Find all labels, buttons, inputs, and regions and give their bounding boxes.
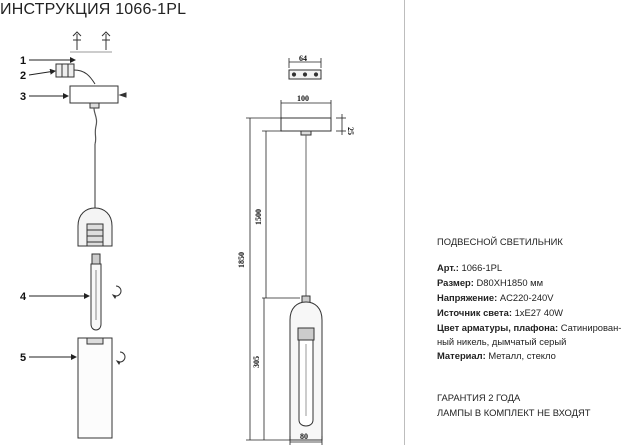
callout-3: 3 bbox=[20, 91, 26, 103]
fixture-side-view bbox=[280, 117, 332, 441]
canopy-icon bbox=[69, 85, 127, 109]
callout-4: 4 bbox=[20, 291, 27, 303]
dim-lines-top bbox=[280, 58, 346, 135]
screws-icon bbox=[70, 31, 112, 53]
page-title: ИНСТРУКЦИЯ 1066-1PL bbox=[0, 1, 187, 18]
dim-plate-width: 64 bbox=[299, 54, 307, 63]
bulb-icon bbox=[90, 253, 122, 331]
spec-row-voltage: Напряжение: AC220-240V bbox=[437, 292, 554, 303]
lamps-note: ЛАМПЫ В КОМПЛЕКТ НЕ ВХОДЯТ bbox=[437, 407, 591, 418]
dim-canopy-height: 25 bbox=[346, 127, 355, 135]
callout-2: 2 bbox=[20, 70, 26, 82]
glass-shade-icon bbox=[77, 337, 126, 439]
assembly-drawing: 1 2 3 4 5 64 100 25 1850 15 bbox=[20, 31, 355, 445]
dim-total-height: 1850 bbox=[237, 252, 246, 268]
dim-canopy-width: 100 bbox=[297, 94, 309, 103]
callout-5: 5 bbox=[20, 352, 26, 364]
page-divider bbox=[404, 0, 405, 445]
dim-cable-length: 1500 bbox=[254, 209, 263, 225]
spec-row-color-cont: ный никель, дымчатый серый bbox=[437, 336, 567, 347]
spec-row-size: Размер: D80XH1850 мм bbox=[437, 277, 544, 288]
warranty-text: ГАРАНТИЯ 2 ГОДА bbox=[437, 392, 521, 403]
cable-icon bbox=[93, 107, 98, 210]
spec-row-light-source: Источник света: 1xE27 40W bbox=[437, 307, 564, 318]
terminal-block-icon bbox=[55, 63, 96, 85]
dim-lines-vertical bbox=[246, 117, 323, 445]
spec-row-material: Материал: Металл, стекло bbox=[437, 350, 556, 361]
callout-1: 1 bbox=[20, 55, 26, 67]
lamp-holder-icon bbox=[77, 207, 113, 247]
product-type: ПОДВЕСНОЙ СВЕТИЛЬНИК bbox=[437, 236, 563, 247]
spec-row-article: Арт.: 1066-1PL bbox=[437, 262, 503, 273]
dim-shade-height: 305 bbox=[252, 356, 261, 368]
spec-row-color: Цвет арматуры, плафона: Сатинирован- bbox=[437, 322, 622, 333]
mount-plate-icon bbox=[288, 69, 322, 80]
dim-shade-diameter: 80 bbox=[300, 432, 308, 441]
callout-lines bbox=[28, 57, 90, 360]
